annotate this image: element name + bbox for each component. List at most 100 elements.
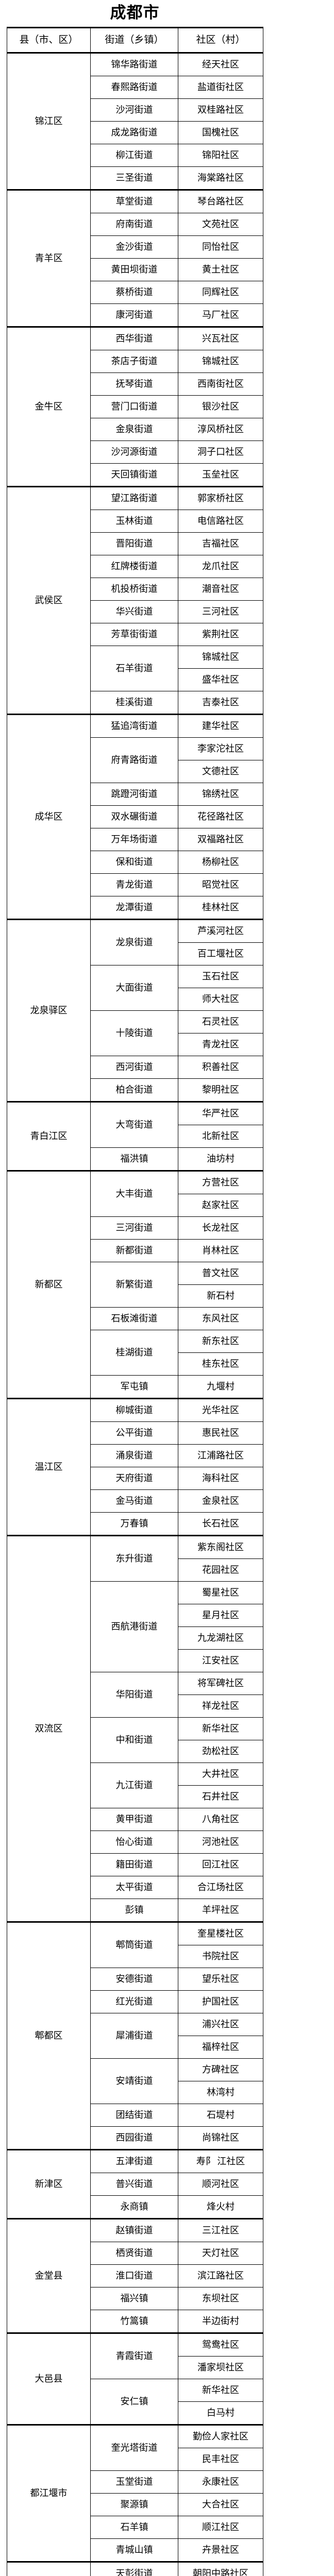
table-row: 林湾村: [7, 2080, 263, 2104]
street-cell: 三圣街道: [90, 166, 178, 190]
table-row: 府青路街道李家沱社区: [7, 737, 263, 783]
community-cell: 卉景社区: [178, 2538, 263, 2562]
table-row: 金牛区西华街道兴瓦社区: [7, 326, 263, 487]
street-cell: 华阳街道: [90, 1671, 178, 1718]
community-cell: 九堰村: [178, 1375, 263, 1399]
street-cell: 跳蹬河街道: [90, 782, 178, 806]
community-cell: 新华社区: [178, 2378, 263, 2402]
district-cell: 金堂县: [7, 2217, 91, 2333]
district-cell: 成华区: [7, 713, 91, 920]
community-cell: 石堤村: [178, 2103, 263, 2127]
community-cell: 白马村: [178, 2401, 263, 2425]
street-cell: 红牌楼街道: [90, 554, 178, 578]
street-cell: 草堂街道: [90, 189, 178, 213]
community-cell: 三江社区: [178, 2217, 263, 2242]
table-row: 淮口街道滨江路社区: [7, 2264, 263, 2287]
community-cell: 尚锦社区: [178, 2126, 263, 2150]
district-cell: 武侯区: [7, 485, 91, 715]
street-cell: 天回镇街道: [90, 463, 178, 487]
table-row: 新石村: [7, 1284, 263, 1308]
community-cell: 西南街社区: [178, 372, 263, 396]
community-cell: 黎明社区: [178, 1078, 263, 1102]
street-cell: 十陵街道: [90, 1010, 178, 1056]
table-row: 书院社区: [7, 1944, 263, 1968]
table-row: 西河街道积善社区: [7, 1055, 263, 1079]
table-row: 抚琴街道西南街社区: [7, 372, 263, 396]
community-cell: 玉石社区: [178, 964, 263, 988]
street-cell: 聚源镇: [90, 2493, 178, 2516]
table-row: 安德街道望乐社区: [7, 1967, 263, 1991]
table-row: 天回镇街道玉垒社区: [7, 463, 263, 487]
table-row: 玉林街道电信路社区: [7, 509, 263, 533]
table-row: 九龙湖社区: [7, 1626, 263, 1650]
street-cell: 福兴镇: [90, 2286, 178, 2310]
table-row: 武侯区望江路街道郭家桥社区: [7, 485, 263, 715]
community-cell: 天灯社区: [178, 2241, 263, 2265]
table-row: 太平街道合江场社区: [7, 1875, 263, 1899]
street-cell: 龙潭街道: [90, 895, 178, 920]
street-cell: 普兴街道: [90, 2172, 178, 2196]
community-cell: 长龙社区: [178, 1216, 263, 1240]
table-row: 青城山镇卉景社区: [7, 2538, 263, 2562]
table-row: 公平街道惠民社区: [7, 1421, 263, 1445]
community-cell: 九龙湖社区: [178, 1626, 263, 1650]
street-cell: 春熙路街道: [90, 75, 178, 99]
table-row: 桂溪街道吉泰社区: [7, 690, 263, 715]
table-row: 涌泉街道江浦路社区: [7, 1444, 263, 1467]
community-cell: 锦阳社区: [178, 143, 263, 167]
community-cell: 勤俭人家社区: [178, 2424, 263, 2448]
community-cell: 石井社区: [178, 1785, 263, 1808]
community-cell: 方营社区: [178, 1170, 263, 1194]
community-cell: 普文社区: [178, 1261, 263, 1285]
street-cell: 淮口街道: [90, 2264, 178, 2287]
street-cell: 青霞街道: [90, 2332, 178, 2379]
community-cell: 电信路社区: [178, 509, 263, 533]
community-cell: 玉垒社区: [178, 463, 263, 487]
table-row: 蔡桥街道同辉社区: [7, 280, 263, 304]
community-cell: 朝阳中路社区: [178, 2561, 263, 2576]
street-cell: 中和街道: [90, 1717, 178, 1763]
community-cell: 文德社区: [178, 759, 263, 783]
table-row: 文德社区: [7, 759, 263, 783]
table-row: 石羊街道锦城社区: [7, 645, 263, 691]
street-cell: 桂湖街道: [90, 1329, 178, 1376]
street-cell: 奎光塔街道: [90, 2424, 178, 2471]
street-cell: 彭镇: [90, 1898, 178, 1922]
district-cell: 锦江区: [7, 52, 91, 190]
community-cell: 烽火村: [178, 2195, 263, 2219]
table-row: 营门口街道银沙社区: [7, 395, 263, 418]
table-row: 金沙街道同怡社区: [7, 235, 263, 259]
community-cell: 桂东社区: [178, 1352, 263, 1376]
table-row: 华阳街道将军碑社区: [7, 1671, 263, 1718]
district-cell: 郫都区: [7, 1921, 91, 2150]
page-title: 成都市: [110, 4, 160, 22]
col-header-district: 县（市、区）: [7, 26, 91, 54]
street-cell: 保和街道: [90, 850, 178, 874]
table-row: 石井社区: [7, 1785, 263, 1808]
community-cell: 海棠路社区: [178, 166, 263, 190]
street-cell: 五津街道: [90, 2148, 178, 2173]
street-cell: 天府街道: [90, 1466, 178, 1490]
street-cell: 西华街道: [90, 326, 178, 350]
street-cell: 万年场街道: [90, 827, 178, 851]
community-cell: 长石社区: [178, 1512, 263, 1536]
community-cell: 浦兴社区: [178, 2012, 263, 2036]
street-cell: 金泉街道: [90, 417, 178, 441]
street-cell: 新繁街道: [90, 1261, 178, 1308]
community-cell: 顺江社区: [178, 2515, 263, 2539]
street-cell: 金马街道: [90, 1489, 178, 1513]
street-cell: 太平街道: [90, 1875, 178, 1899]
table-row: 新都区大丰街道方营社区: [7, 1170, 263, 1399]
community-cell: 寿阝 江社区: [178, 2148, 263, 2173]
community-cell: 锦城社区: [178, 349, 263, 373]
table-row: 春熙路街道盐道街社区: [7, 75, 263, 99]
district-cell: 新都区: [7, 1170, 91, 1399]
street-cell: 石板滩街道: [90, 1307, 178, 1330]
table-row: 永商镇烽火村: [7, 2195, 263, 2219]
community-cell: 同怡社区: [178, 235, 263, 259]
community-cell: 鸳鸯社区: [178, 2332, 263, 2357]
community-cell: 三河社区: [178, 600, 263, 623]
community-cell: 吉福社区: [178, 532, 263, 555]
district-cell: 彭州市: [7, 2561, 91, 2576]
community-cell: 惠民社区: [178, 1421, 263, 1445]
